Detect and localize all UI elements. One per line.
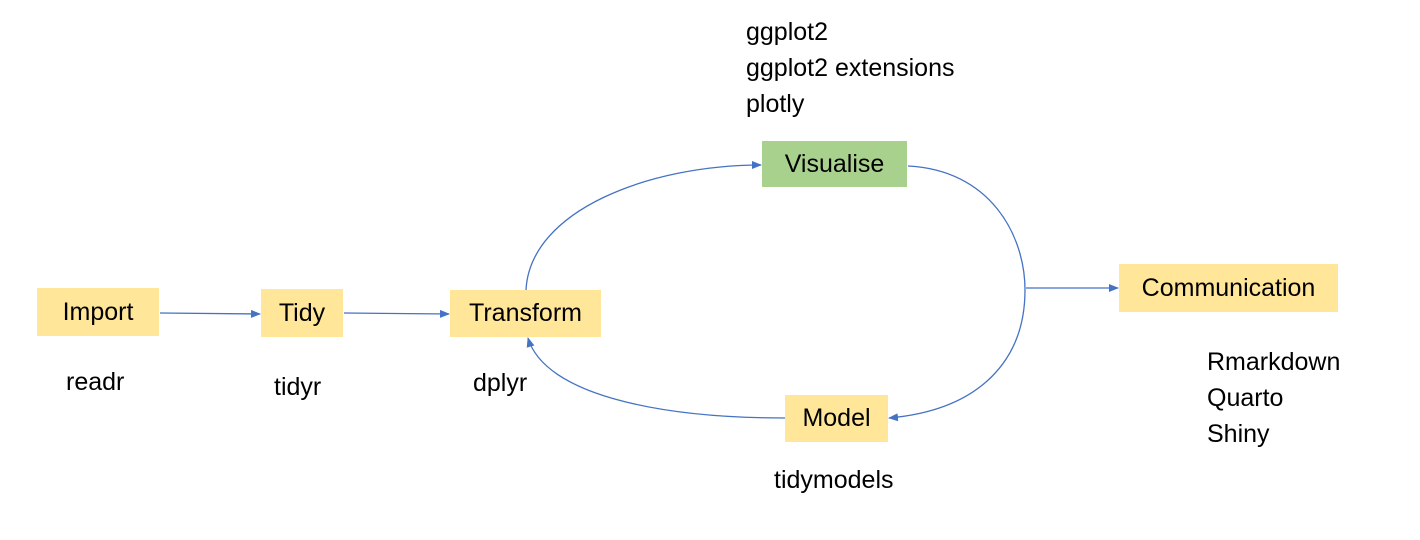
import-package: readr [66, 368, 125, 396]
arrow-tidy-to-transform [343, 309, 450, 318]
stage-tidy: Tidy [261, 289, 343, 337]
stage-communication: Communication [1119, 264, 1338, 312]
communication-packages: Rmarkdown Quarto Shiny [1207, 344, 1340, 452]
stage-visualise-label: Visualise [784, 149, 885, 178]
stage-transform: Transform [450, 290, 601, 337]
visualise-package: ggplot2 [746, 18, 829, 46]
arrow-model-to-transform [526, 337, 786, 419]
communication-package: Rmarkdown [1207, 348, 1341, 376]
stage-import-label: Import [62, 297, 134, 326]
stage-model: Model [785, 395, 888, 442]
arrow-transform-to-visualise [525, 161, 762, 291]
arrow-visualise-to-model [888, 165, 1026, 422]
stage-transform-label: Transform [469, 299, 582, 327]
stage-model-label: Model [802, 404, 871, 432]
communication-package: Shiny [1207, 420, 1270, 448]
model-package: tidymodels [774, 466, 894, 494]
visualise-package: plotly [746, 90, 805, 118]
communication-package: Quarto [1207, 384, 1284, 412]
tidy-package: tidyr [274, 373, 322, 401]
stage-communication-label: Communication [1141, 273, 1316, 302]
stage-tidy-label: Tidy [278, 298, 326, 327]
stage-import: Import [37, 288, 159, 336]
arrow-import-to-tidy [159, 309, 261, 318]
visualise-packages: ggplot2 ggplot2 extensions plotly [746, 14, 954, 122]
stage-visualise: Visualise [762, 141, 907, 187]
visualise-package: ggplot2 extensions [746, 54, 955, 82]
transform-package: dplyr [473, 369, 528, 397]
